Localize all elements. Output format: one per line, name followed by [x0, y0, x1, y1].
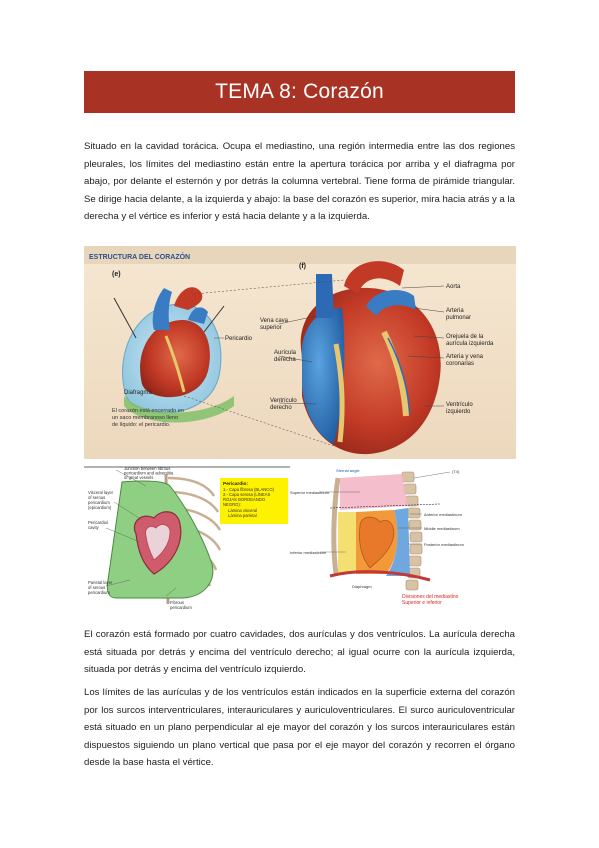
label-pericardio: Pericardio — [225, 336, 253, 342]
paragraph-intro: Situado en la cavidad torácica. Ocupa el… — [84, 141, 515, 223]
label-ventriculo-izquierdo-2: izquierdo — [446, 409, 471, 415]
page-title: TEMA 8: Corazón — [84, 71, 515, 113]
note-title: Pericardio: — [223, 481, 248, 487]
label-inferior-mediastinum: Inferior mediastinum — [290, 550, 327, 555]
pericardio-note-box: Pericardio: 1.- Capa fibrosa (BLANCO) 2.… — [220, 478, 288, 524]
label-anterior-mediastinum: Anterior mediastinum — [424, 512, 462, 517]
note-line-3: ROJAS BORDEANDO — [223, 497, 266, 502]
caption-line-3: de líquido: el pericardio. — [112, 422, 171, 428]
label-parietal-2: of serous — [88, 585, 105, 590]
label-auricula-derecha-2: derecha — [274, 357, 296, 363]
paragraph-cavities: El corazón está formado por cuatro cavid… — [84, 629, 515, 676]
label-junction-1: Junction between fibrous — [124, 466, 170, 471]
label-junction-3: of great vessels — [124, 475, 153, 480]
figure-header: ESTRUCTURA DEL CORAZÓN — [89, 252, 190, 261]
label-aorta: Aorta — [446, 284, 461, 290]
label-arteria-vena-1: Arteria y vena — [446, 354, 484, 360]
label-ventriculo-derecho-1: Ventrículo — [270, 398, 297, 404]
label-parietal-3: pericardium — [88, 590, 110, 595]
label-vena-cava-1: Vena cava — [260, 318, 289, 324]
label-cavity-1: Pericardial — [88, 520, 108, 525]
note-line-6: Lámina parietal — [228, 513, 257, 518]
figure-heart-structure: ESTRUCTURA DEL CORAZÓN (e) (f) Pericardi… — [84, 246, 516, 459]
label-visceral-4: (epicardium) — [88, 505, 112, 510]
label-auricula-derecha-1: Aurícula — [274, 350, 297, 356]
label-cavity-2: cavity — [88, 525, 100, 530]
label-ventriculo-derecho-2: derecho — [270, 405, 292, 411]
label-diafragma: Diafragma — [124, 390, 152, 396]
label-junction-2: pericardium and adventitia — [124, 471, 174, 476]
label-diaphragm: Diaphragm — [352, 584, 372, 589]
label-fibrous-2: pericardium — [170, 605, 192, 610]
panel-label-f: (f) — [299, 263, 306, 270]
paragraph-surcos: Los límites de las aurículas y de los ve… — [84, 687, 515, 769]
caption-mediastino-2: Superior e inferior — [402, 600, 442, 606]
figure-mediastinum: Sternal angle (T4) Superior mediastinum … — [290, 464, 494, 612]
note-line-4: NEGRO): — [223, 502, 241, 507]
label-parietal-1: Parietal layer — [88, 580, 113, 585]
mediastinum-illustration — [329, 471, 441, 591]
caption-mediastino-1: Divisiones del mediastino — [402, 594, 459, 600]
caption-line-2: un saco membranoso lleno — [112, 415, 178, 421]
label-fibrous-1: Fibrous — [170, 600, 184, 605]
label-superior-mediastinum: Superior mediastinum — [290, 490, 330, 495]
label-ventriculo-izquierdo-1: Ventrículo — [446, 402, 473, 408]
note-line-1: 1.- Capa fibrosa (BLANCO) — [223, 487, 275, 492]
small-heart-illustration — [113, 287, 234, 423]
label-arteria-pulmonar-2: pulmonar — [446, 315, 471, 321]
label-middle-mediastinum: Middle mediastinum — [424, 526, 460, 531]
label-visceral-2: of serous — [88, 495, 105, 500]
label-sternal-angle: Sternal angle — [336, 468, 360, 473]
note-line-5: Lámina visceral — [228, 508, 257, 513]
figure-pericardium-layers: Junction between fibrous pericardium and… — [84, 464, 290, 612]
label-t4: (T4) — [452, 469, 460, 474]
note-line-2: 2.- Capa serosa (LÍNEAS — [223, 492, 270, 497]
page-title-text: TEMA 8: Corazón — [215, 80, 384, 103]
caption-line-1: El corazón está encerrado en — [112, 408, 184, 414]
label-orejuela-2: aurícula izquierda — [446, 341, 494, 347]
label-vena-cava-2: superior — [260, 325, 282, 331]
panel-label-e: (e) — [112, 271, 121, 278]
label-arteria-vena-2: coronarias — [446, 361, 474, 367]
label-visceral-1: Visceral layer — [88, 490, 114, 495]
label-orejuela-1: Orejuela de la — [446, 334, 484, 340]
label-arteria-pulmonar-1: Arteria — [446, 308, 464, 314]
label-posterior-mediastinum: Posterior mediastinum — [424, 542, 464, 547]
large-heart-illustration — [300, 261, 441, 455]
label-visceral-3: pericardium — [88, 500, 110, 505]
